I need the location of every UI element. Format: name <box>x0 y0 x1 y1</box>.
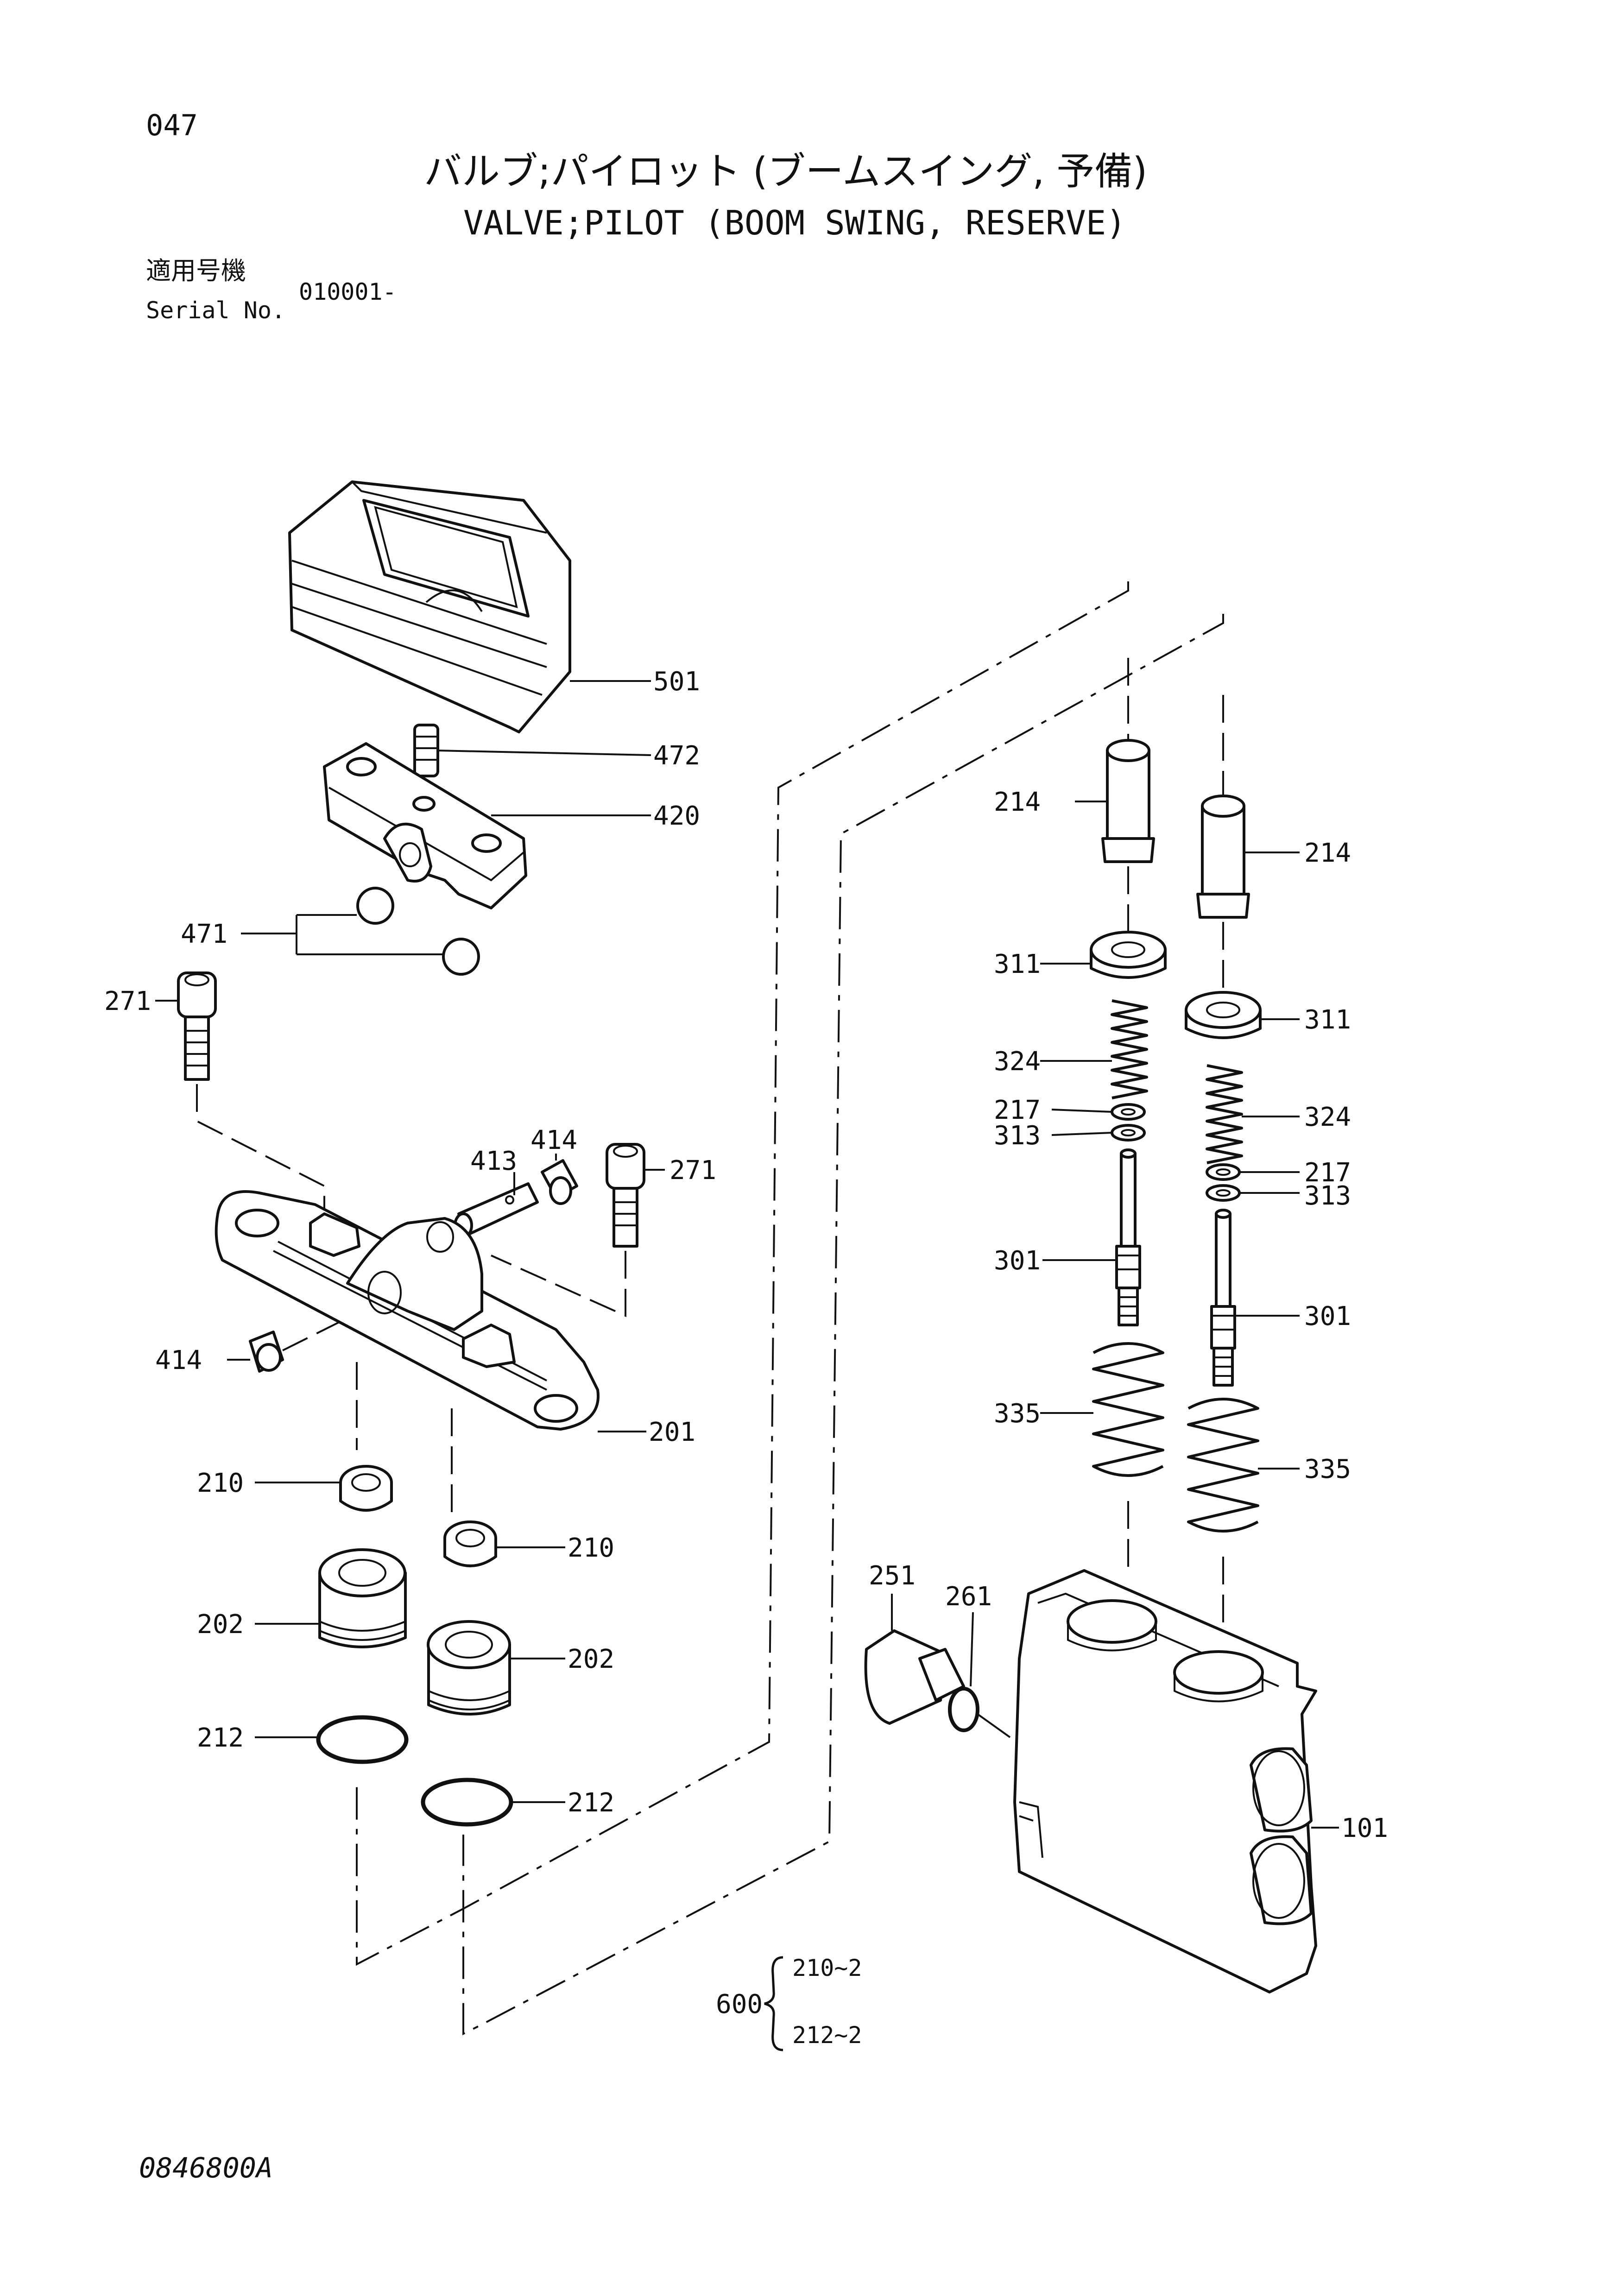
callout-471: 471 <box>181 919 227 949</box>
part-202-plug-right <box>427 1620 565 1716</box>
callout-414-bottom: 414 <box>155 1345 202 1375</box>
callout-202-left: 202 <box>197 1609 244 1640</box>
callout-251: 251 <box>869 1561 916 1591</box>
part-472-set-screw <box>413 724 651 777</box>
part-324-spring-left <box>1040 999 1148 1099</box>
part-413-pin <box>454 1172 539 1238</box>
callout-335-right: 335 <box>1304 1454 1351 1484</box>
assembly-guide-line-right <box>462 614 1224 2036</box>
part-271-bolt-right <box>491 1143 665 1318</box>
part-212-o-ring-left <box>255 1715 409 1764</box>
callout-217-left: 217 <box>994 1095 1041 1125</box>
serial-label-english: Serial No. <box>146 297 286 324</box>
part-414-bushing-top <box>541 1154 578 1205</box>
part-301-spool-left <box>1042 1148 1141 1326</box>
title-japanese: バルブ;パイロット (ブームスイング, 予備) <box>424 150 1148 194</box>
part-335-spring-left <box>1040 1342 1164 1575</box>
callout-472: 472 <box>653 741 700 771</box>
kit-item-212: 212~2 <box>792 2022 862 2049</box>
part-420-plate <box>323 742 651 909</box>
callout-201: 201 <box>649 1417 695 1447</box>
serial-value: 010001- <box>299 278 397 305</box>
kit-item-210: 210~2 <box>792 1955 862 1981</box>
part-217-313-washers-right <box>1206 1163 1300 1202</box>
callout-414-top: 414 <box>530 1125 577 1155</box>
assembly-guide-line-left <box>356 581 1129 1966</box>
part-471-steel-balls <box>241 887 480 976</box>
callout-335-left: 335 <box>994 1399 1041 1429</box>
callout-324-left: 324 <box>994 1047 1041 1077</box>
callout-311-left: 311 <box>994 949 1041 979</box>
part-311-seat-left <box>1040 866 1167 979</box>
callout-313-left: 313 <box>994 1121 1041 1151</box>
part-261-o-ring <box>948 1612 1011 1738</box>
part-301-spool-right <box>1210 1209 1300 1387</box>
part-501-boot <box>288 480 651 733</box>
part-101-valve-body <box>1013 1569 1339 1993</box>
callout-212-right: 212 <box>568 1788 614 1818</box>
callout-420: 420 <box>653 801 700 831</box>
callout-301-left: 301 <box>994 1246 1041 1276</box>
part-414-bushing-bottom <box>227 1315 353 1373</box>
part-214-right <box>1196 695 1300 919</box>
callout-101: 101 <box>1341 1813 1388 1843</box>
callout-202-right: 202 <box>568 1644 614 1674</box>
callout-214-right: 214 <box>1304 838 1351 868</box>
part-217-313-washers-left <box>1051 1103 1146 1142</box>
callout-313-right: 313 <box>1304 1181 1351 1211</box>
part-210-seal-left <box>255 1362 393 1512</box>
drawing-number: 0846800A <box>139 2152 273 2184</box>
callout-324-right: 324 <box>1304 1102 1351 1132</box>
callout-311-right: 311 <box>1304 1005 1351 1035</box>
callout-271-right: 271 <box>669 1155 716 1186</box>
callout-301-right: 301 <box>1304 1301 1351 1331</box>
callout-271-left: 271 <box>104 986 151 1016</box>
part-212-o-ring-right <box>421 1778 565 1827</box>
callout-501: 501 <box>653 667 700 697</box>
part-214-left <box>1075 658 1155 863</box>
part-202-plug-left <box>255 1548 407 1648</box>
callout-214-left: 214 <box>994 787 1041 817</box>
part-201-casing <box>215 1190 646 1432</box>
part-311-seat-right <box>1185 922 1300 1039</box>
callout-210-left: 210 <box>197 1468 244 1498</box>
part-271-bolt-left <box>155 971 325 1223</box>
page-number: 047 <box>146 108 198 142</box>
part-324-spring-right <box>1206 1064 1300 1164</box>
serial-label-japanese: 適用号機 <box>146 256 246 285</box>
title-english: VALVE;PILOT (BOOM SWING, RESERVE) <box>463 203 1126 242</box>
callout-261: 261 <box>945 1582 992 1612</box>
kit-number-600: 600 <box>716 1989 763 2019</box>
part-335-spring-right <box>1187 1398 1300 1631</box>
callout-210-right: 210 <box>568 1533 614 1563</box>
part-251-plug <box>864 1594 965 1725</box>
part-210-seal-right <box>443 1408 565 1567</box>
kit-600-brace <box>764 1956 783 2051</box>
callout-413: 413 <box>470 1146 517 1176</box>
callout-217-right: 217 <box>1304 1158 1351 1188</box>
callout-212-left: 212 <box>197 1723 244 1753</box>
